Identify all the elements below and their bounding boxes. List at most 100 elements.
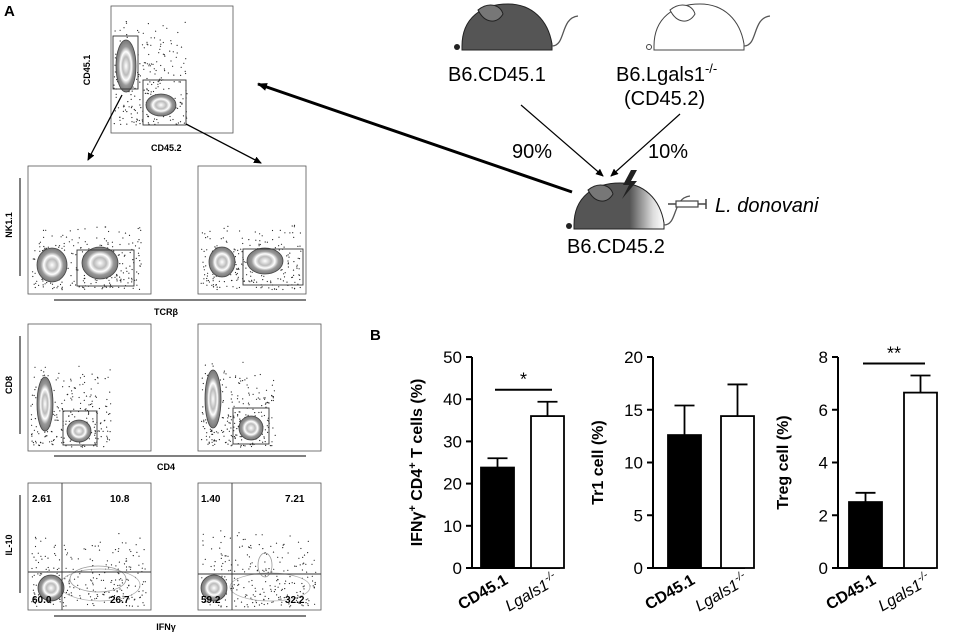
event-dot (139, 537, 141, 539)
event-dot (254, 231, 256, 233)
event-dot (261, 235, 263, 237)
event-dot (231, 394, 233, 396)
event-dot (44, 436, 46, 438)
event-dot (142, 602, 144, 604)
event-dot (116, 273, 118, 276)
event-dot (94, 431, 96, 433)
event-dot (275, 288, 278, 290)
event-dot (122, 110, 124, 112)
event-dot (220, 606, 222, 608)
event-dot (79, 377, 82, 379)
event-dot (299, 245, 301, 247)
event-dot (128, 605, 131, 607)
event-dot (272, 397, 274, 399)
y-axis-label: CD45.1 (82, 55, 92, 86)
event-dot (126, 34, 128, 36)
event-dot (119, 584, 121, 586)
event-dot (97, 545, 99, 547)
event-dot (212, 284, 214, 286)
event-dot (228, 422, 230, 424)
event-dot (263, 570, 265, 572)
event-dot (95, 281, 97, 284)
event-dot (255, 286, 257, 288)
event-dot (255, 590, 257, 592)
y-tick-label: 5 (634, 506, 643, 525)
event-dot (202, 533, 204, 535)
event-dot (307, 598, 309, 600)
event-dot (65, 591, 67, 594)
event-dot (240, 601, 243, 603)
event-dot (219, 379, 221, 381)
event-dot (230, 416, 232, 418)
event-dot (120, 281, 122, 283)
event-dot (111, 595, 114, 598)
event-dot (233, 251, 235, 253)
event-dot (285, 580, 287, 582)
event-dot (287, 266, 289, 268)
event-dot (34, 389, 36, 391)
event-dot (251, 280, 253, 282)
event-dot (278, 598, 280, 601)
event-dot (33, 258, 35, 260)
event-dot (97, 382, 99, 384)
event-dot (146, 63, 148, 65)
event-dot (293, 224, 296, 226)
y-tick-label: 8 (819, 348, 828, 367)
event-dot (226, 420, 229, 422)
event-dot (259, 243, 261, 246)
event-dot (33, 598, 36, 601)
event-dot (61, 289, 63, 291)
y-tick-label: 20 (624, 348, 643, 367)
event-dot (88, 593, 90, 595)
event-dot (113, 250, 115, 252)
event-dot (271, 399, 273, 402)
event-dot (151, 83, 153, 86)
event-dot (107, 376, 109, 378)
event-dot (96, 226, 98, 228)
transfer-arrow (610, 113, 681, 177)
event-dot (217, 432, 219, 434)
event-dot (172, 65, 174, 67)
event-dot (246, 554, 248, 556)
event-dot (259, 593, 261, 595)
event-dot (159, 78, 161, 80)
quadrant-value: 10.8 (110, 494, 130, 505)
event-dot (83, 375, 85, 377)
event-dot (239, 411, 241, 413)
event-dot (240, 446, 242, 448)
event-dot (143, 89, 145, 91)
event-dot (114, 64, 116, 66)
event-dot (210, 429, 213, 431)
event-dot (180, 74, 182, 76)
event-dot (211, 363, 213, 365)
event-dot (66, 589, 69, 592)
event-dot (133, 121, 135, 123)
event-dot (250, 275, 252, 277)
event-dot (213, 569, 215, 571)
significance-marker: ** (887, 343, 901, 363)
event-dot (238, 401, 240, 403)
event-dot (83, 548, 85, 550)
event-dot (53, 286, 55, 289)
event-dot (175, 56, 177, 58)
event-dot (66, 552, 69, 554)
event-dot (238, 253, 240, 255)
event-dot (43, 236, 45, 238)
event-dot (91, 373, 93, 375)
event-dot (235, 264, 237, 266)
event-dot (136, 284, 138, 286)
event-dot (235, 559, 237, 561)
event-dot (123, 563, 126, 565)
event-dot (202, 540, 204, 542)
event-dot (125, 542, 127, 544)
event-dot (280, 604, 282, 606)
event-dot (139, 75, 141, 77)
event-dot (116, 79, 118, 81)
analysis-arrow (257, 82, 573, 194)
event-dot (299, 232, 301, 234)
event-dot (227, 225, 229, 227)
event-dot (183, 62, 185, 64)
event-dot (206, 432, 208, 434)
event-dot (53, 410, 55, 413)
event-dot (261, 415, 263, 417)
